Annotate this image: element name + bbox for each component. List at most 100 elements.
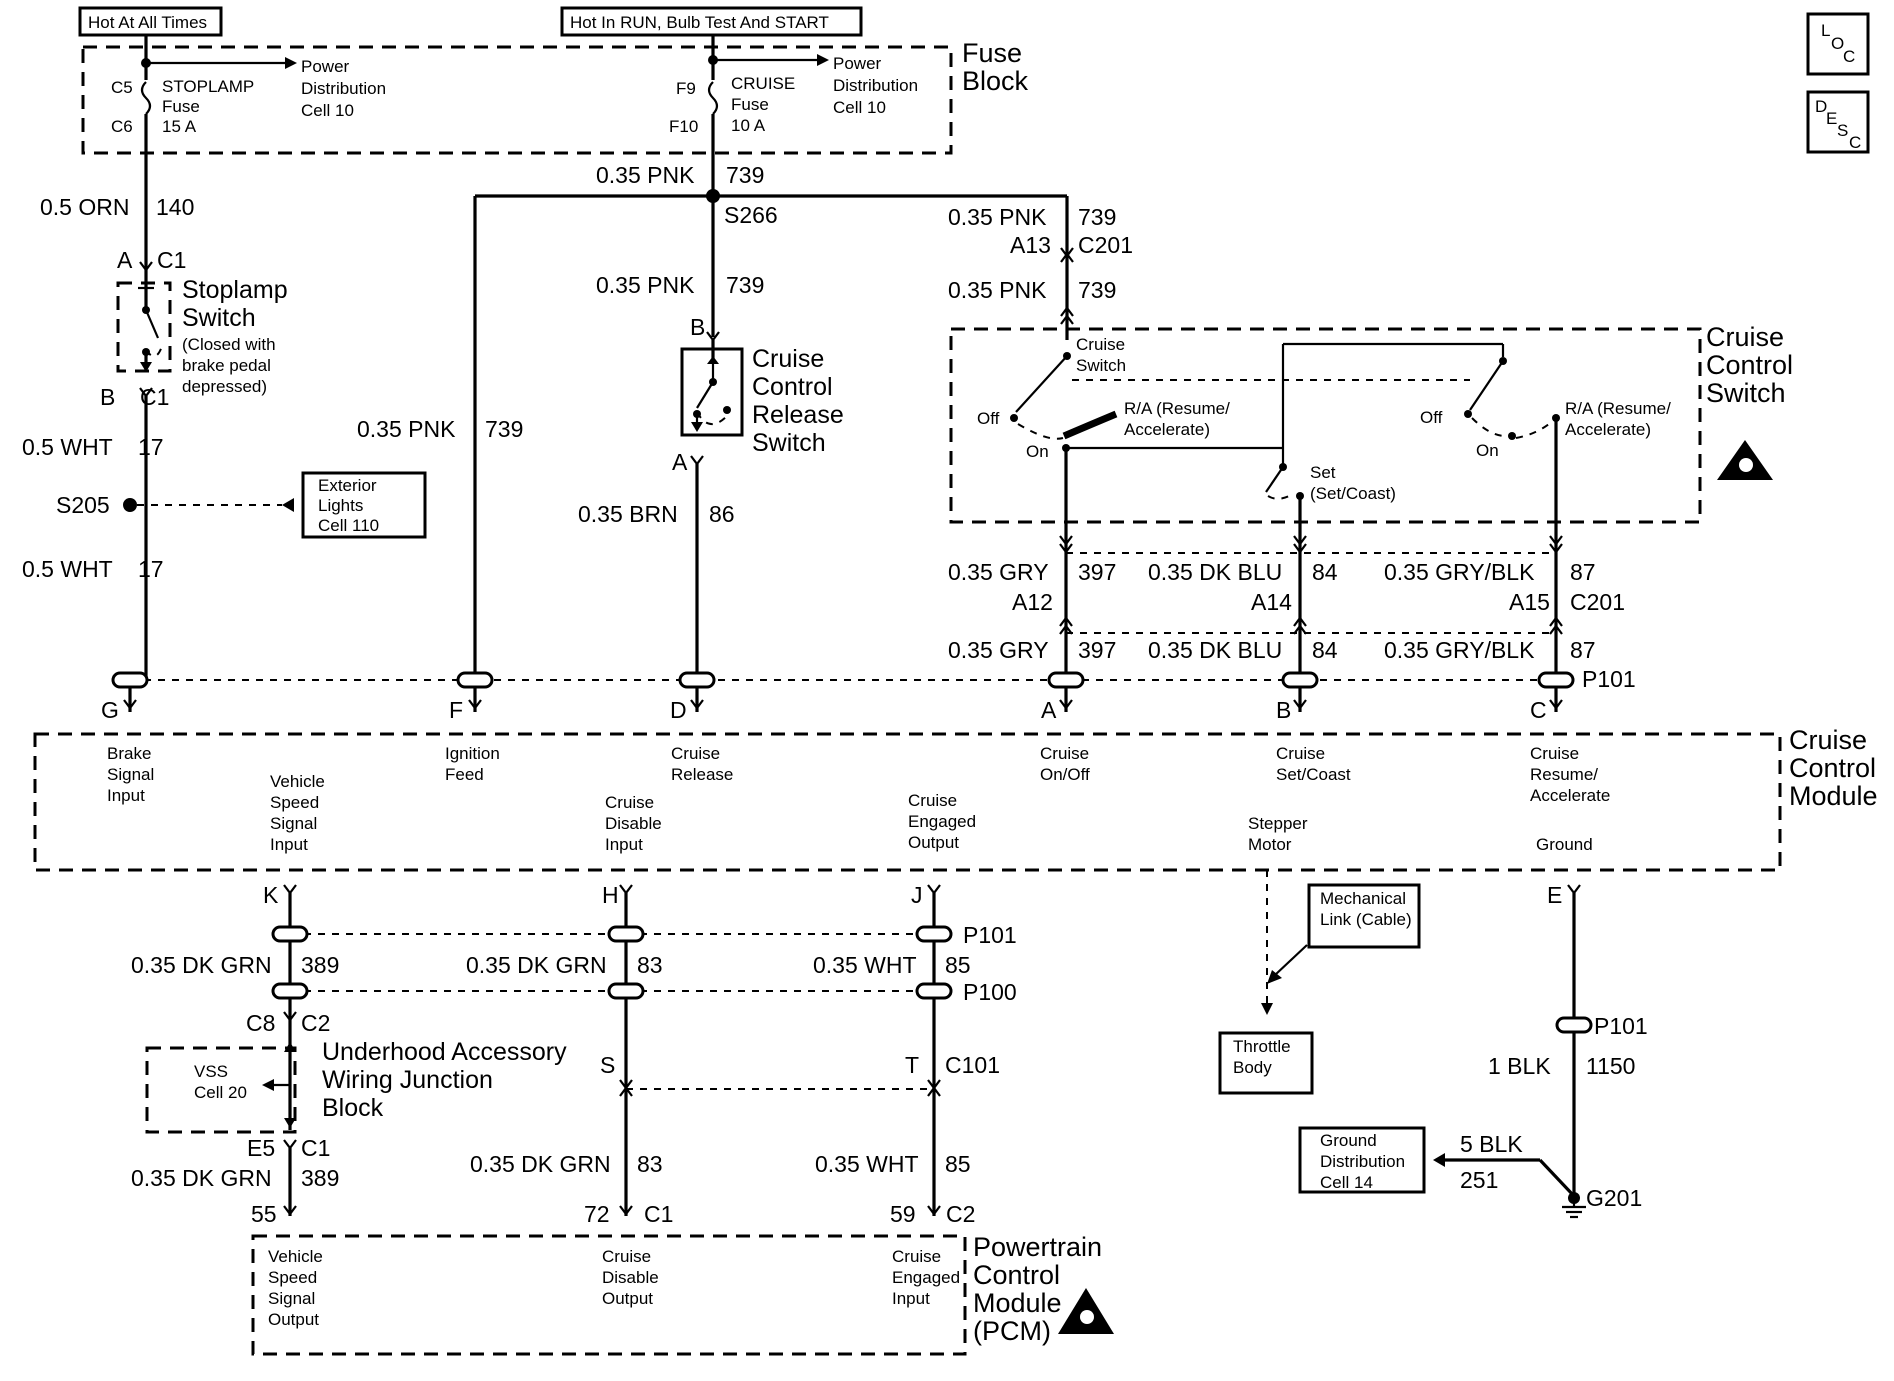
svg-text:55: 55 [251,1201,277,1227]
svg-text:0.35 PNK: 0.35 PNK [948,277,1047,303]
svg-text:STOPLAMP: STOPLAMP [162,77,254,96]
svg-text:10 A: 10 A [731,116,766,135]
svg-text:389: 389 [301,1165,339,1191]
svg-text:R/A (Resume/: R/A (Resume/ [1124,399,1230,418]
p101-pin-c [1537,671,1575,712]
svg-text:83: 83 [637,952,663,978]
svg-text:84: 84 [1312,637,1338,663]
svg-text:Body: Body [1233,1058,1272,1077]
svg-text:Module: Module [1789,781,1878,811]
svg-text:C201: C201 [1078,232,1133,258]
svg-text:Distribution: Distribution [301,79,386,98]
hot-at-all-times-label: Hot At All Times [78,6,223,37]
svg-text:0.35 DK GRN: 0.35 DK GRN [466,952,607,978]
svg-text:S266: S266 [724,202,778,228]
svg-text:Cruise: Cruise [892,1247,941,1266]
svg-text:Disable: Disable [602,1268,659,1287]
loc-icon[interactable]: L O C [1806,12,1870,76]
svg-text:Cruise: Cruise [1706,322,1784,352]
svg-text:0.35 PNK: 0.35 PNK [948,204,1047,230]
svg-text:Signal: Signal [268,1289,315,1308]
svg-text:C2: C2 [946,1201,975,1227]
svg-text:15 A: 15 A [162,117,197,136]
svg-text:Exterior: Exterior [318,476,377,495]
svg-text:A: A [672,449,688,475]
desc-icon[interactable]: D E S C [1806,90,1870,154]
svg-text:Ground: Ground [1536,835,1593,854]
svg-text:Cruise: Cruise [1040,744,1089,763]
svg-text:Release: Release [671,765,733,784]
svg-text:Resume/: Resume/ [1530,765,1598,784]
svg-text:Ground: Ground [1320,1131,1377,1150]
svg-text:Accelerate): Accelerate) [1124,420,1210,439]
svg-text:Power: Power [301,57,350,76]
svg-text:Cruise: Cruise [1076,335,1125,354]
svg-text:S: S [600,1052,615,1078]
svg-text:Fuse: Fuse [162,97,200,116]
svg-text:Set: Set [1310,463,1336,482]
svg-text:E: E [1826,109,1837,128]
underhood-junction-block: VSS Cell 20 Underhood Accessory Wiring J… [131,1038,567,1227]
svg-text:Input: Input [605,835,643,854]
svg-text:Cruise: Cruise [671,744,720,763]
svg-text:D: D [670,697,687,723]
svg-text:Output: Output [602,1289,653,1308]
esd-warning-icon [1058,1288,1114,1334]
svg-text:Engaged: Engaged [908,812,976,831]
svg-text:F9: F9 [676,79,696,98]
svg-text:Distribution: Distribution [1320,1152,1405,1171]
svg-text:739: 739 [485,416,523,442]
svg-text:brake pedal: brake pedal [182,356,271,375]
svg-text:Switch: Switch [182,304,256,332]
ground-distribution-box [1298,1126,1426,1194]
svg-text:389: 389 [301,952,339,978]
svg-text:C201: C201 [1570,589,1625,615]
svg-text:A12: A12 [1012,589,1053,615]
svg-text:0.35 DK GRN: 0.35 DK GRN [131,952,272,978]
svg-text:Switch: Switch [1706,378,1786,408]
svg-text:Cruise: Cruise [605,793,654,812]
svg-text:Release: Release [752,401,844,429]
svg-text:Cell 10: Cell 10 [301,101,354,120]
s205-splice [123,498,137,512]
svg-text:397: 397 [1078,637,1116,663]
svg-text:251: 251 [1460,1167,1498,1193]
svg-text:Underhood Accessory: Underhood Accessory [322,1038,567,1066]
svg-text:C6: C6 [111,117,133,136]
svg-text:Set/Coast: Set/Coast [1276,765,1351,784]
svg-text:Accelerate: Accelerate [1530,786,1610,805]
svg-text:Module: Module [973,1288,1062,1318]
stoplamp-circuit: 0.5 ORN 140 A C1 Stoplamp Switch (Closed… [22,194,427,680]
svg-text:Cruise: Cruise [1789,725,1867,755]
svg-text:On/Off: On/Off [1040,765,1090,784]
svg-text:0.35 GRY: 0.35 GRY [948,637,1049,663]
svg-text:Cell 14: Cell 14 [1320,1173,1373,1192]
svg-text:D: D [1815,97,1827,116]
svg-text:Vehicle: Vehicle [270,772,325,791]
svg-text:G201: G201 [1586,1185,1642,1211]
svg-text:(Closed with: (Closed with [182,335,276,354]
svg-text:Distribution: Distribution [833,76,918,95]
svg-text:Ignition: Ignition [445,744,500,763]
svg-text:739: 739 [1078,277,1116,303]
svg-text:0.35 PNK: 0.35 PNK [596,162,695,188]
svg-text:Throttle: Throttle [1233,1037,1291,1056]
fuse-block-title: Fuse [962,38,1022,68]
svg-text:Block: Block [962,66,1029,96]
svg-text:F: F [449,697,463,723]
powertrain-control-module: Powertrain Control Module (PCM) Vehicle … [251,1232,1114,1356]
svg-text:Output: Output [268,1310,319,1329]
svg-text:E: E [1547,882,1562,908]
throttle-linkage: Mechanical Link (Cable) Throttle Body [1218,870,1421,1095]
svg-text:E5: E5 [247,1135,275,1161]
svg-text:Switch: Switch [1076,356,1126,375]
svg-text:C101: C101 [945,1052,1000,1078]
svg-text:Disable: Disable [605,814,662,833]
p101-pin-f [456,671,494,712]
svg-text:Motor: Motor [1248,835,1292,854]
p101-pin-b [1281,671,1319,712]
svg-text:Stoplamp: Stoplamp [182,276,288,304]
svg-text:B: B [100,384,115,410]
cruise-release-circuit: 0.35 PNK 739 B Cruise Control Release Sw… [578,196,844,680]
cruise-control-module: Cruise Control Module Brake Signal Input… [33,725,1878,872]
